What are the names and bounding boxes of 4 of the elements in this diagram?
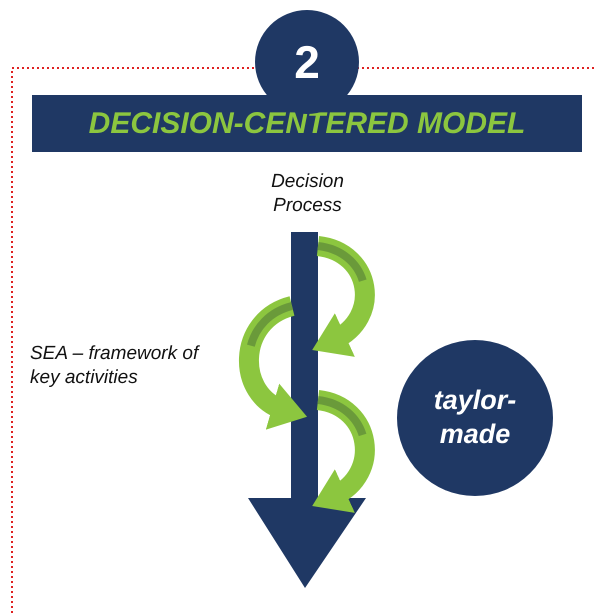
title-banner xyxy=(32,95,582,152)
node-text: DECISION-CENTERED MODEL xyxy=(88,106,526,140)
node-text: 2 xyxy=(294,35,320,89)
node-text: taylor-made xyxy=(432,384,518,451)
